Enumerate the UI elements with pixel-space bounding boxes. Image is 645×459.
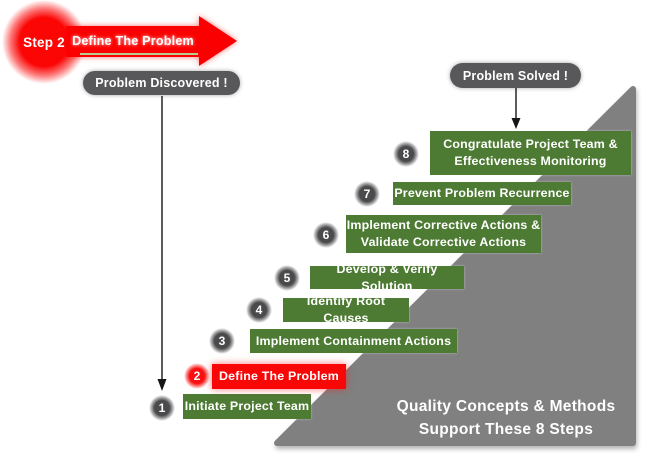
- step-1-box: Initiate Project Team: [183, 394, 311, 419]
- step-6-box: Implement Corrective Actions & Validate …: [346, 215, 541, 253]
- step-3-number: 3: [209, 328, 235, 354]
- step-4-box: Identify Root Causes: [283, 294, 409, 325]
- step-4-number: 4: [246, 297, 272, 323]
- step-3-box: Implement Containment Actions: [250, 329, 457, 353]
- caption-line-2: Support These 8 Steps: [418, 421, 594, 438]
- step-5-box: Develop & Verify Solution: [310, 262, 464, 293]
- step-7-box: Prevent Problem Recurrence: [393, 182, 571, 205]
- step-8-number: 8: [393, 141, 419, 167]
- step-1-number: 1: [149, 395, 175, 421]
- problem-discovered-badge: Problem Discovered !: [83, 71, 240, 95]
- caption-line-1: Quality Concepts & Methods: [396, 398, 616, 415]
- step-5-number: 5: [274, 265, 300, 291]
- step-7-number: 7: [354, 181, 380, 207]
- current-step-label: Step 2: [23, 34, 65, 50]
- current-step-arrow-icon: [66, 16, 237, 66]
- step-2-number: 2: [184, 363, 210, 389]
- step-2-box: Define The Problem: [212, 364, 346, 389]
- current-step-arrow-label: Define The Problem: [72, 34, 194, 48]
- triangle-caption: Quality Concepts & Methods Support These…: [378, 395, 634, 441]
- step-6-number: 6: [313, 222, 339, 248]
- step-8-box: Congratulate Project Team & Effectivenes…: [430, 131, 631, 175]
- problem-solved-badge: Problem Solved !: [450, 63, 581, 88]
- arrow-label-underline: [80, 53, 198, 55]
- down-arrow-icon-discovered: [157, 96, 167, 391]
- down-arrow-icon-solved: [511, 88, 521, 129]
